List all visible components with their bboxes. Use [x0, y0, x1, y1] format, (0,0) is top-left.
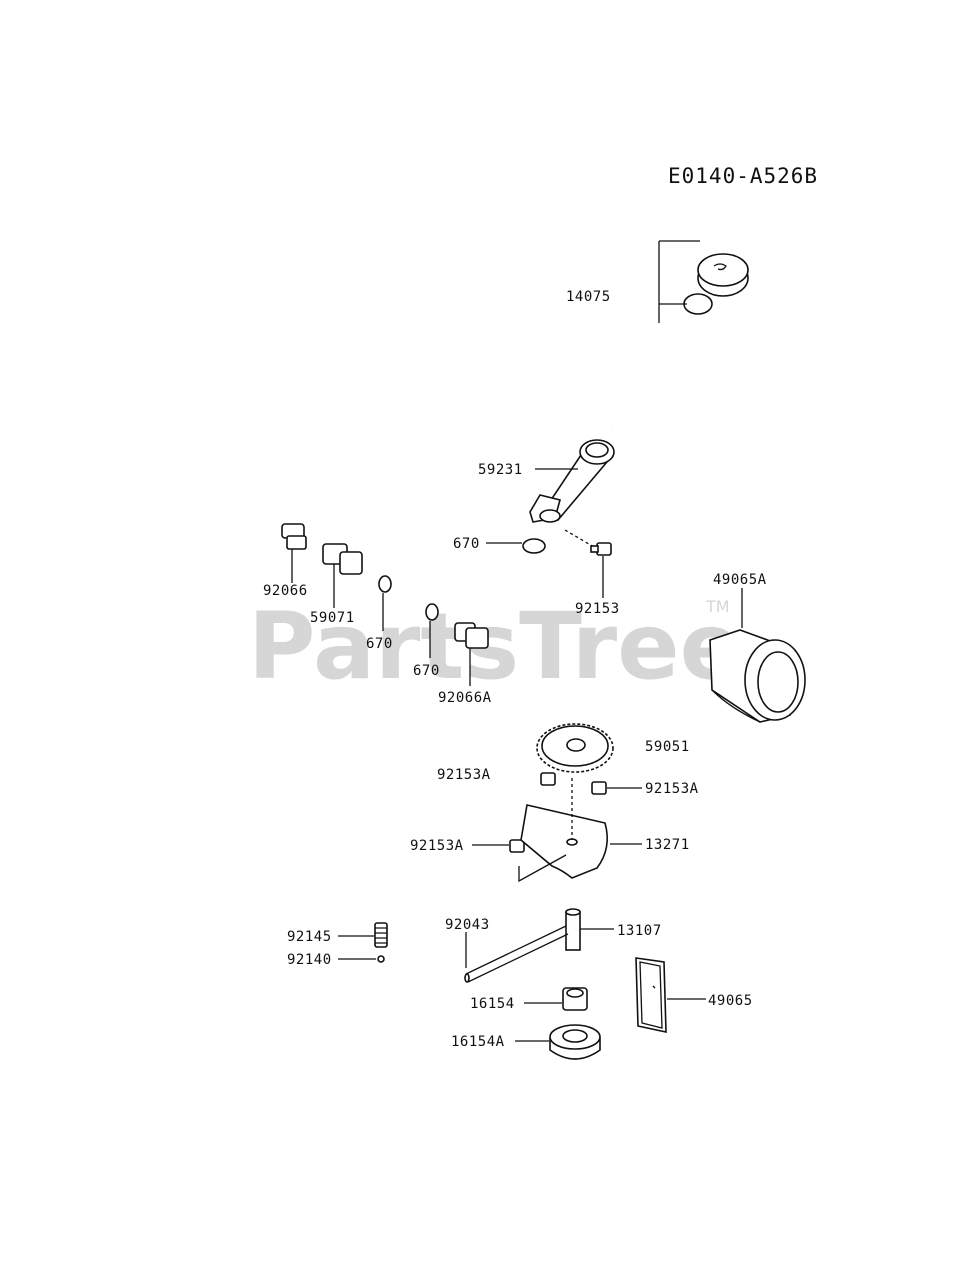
diagram-code: E0140-A526B	[668, 164, 818, 188]
oil-filter-part[interactable]	[709, 629, 806, 723]
label-670-top[interactable]: 670	[453, 536, 480, 552]
rod-92043-part[interactable]	[464, 925, 569, 983]
label-59231[interactable]: 59231	[478, 462, 523, 478]
fitting-59071-part[interactable]	[322, 543, 363, 575]
label-92153[interactable]: 92153	[575, 601, 620, 617]
plug-92066A-part[interactable]	[454, 622, 489, 649]
filler-tube-part[interactable]	[529, 439, 615, 523]
label-92145[interactable]: 92145	[287, 929, 332, 945]
label-92153A-right[interactable]: 92153A	[645, 781, 699, 797]
label-92153A-low[interactable]: 92153A	[410, 838, 464, 854]
rotor-16154A-part[interactable]	[549, 1024, 601, 1060]
o-ring-low-part[interactable]	[425, 603, 439, 621]
plate-13271-part[interactable]	[520, 804, 608, 879]
bolt-92153A-right-part[interactable]	[591, 781, 607, 795]
label-13107[interactable]: 13107	[617, 923, 662, 939]
rotor-16154-part[interactable]	[562, 987, 588, 1011]
ball-92140-part[interactable]	[377, 955, 385, 963]
label-92043[interactable]: 92043	[445, 917, 490, 933]
shaft-13107-part[interactable]	[565, 908, 581, 951]
label-670-low[interactable]: 670	[413, 663, 440, 679]
o-ring-mid-part[interactable]	[378, 575, 392, 593]
watermark-trademark: TM	[705, 597, 730, 616]
sheet-49065-part[interactable]	[635, 957, 667, 1033]
label-59071[interactable]: 59071	[310, 610, 355, 626]
label-92066A[interactable]: 92066A	[438, 690, 492, 706]
bolt-92153A-left-part[interactable]	[540, 772, 556, 786]
spring-92145-part[interactable]	[374, 922, 388, 948]
label-16154[interactable]: 16154	[470, 996, 515, 1012]
label-13271[interactable]: 13271	[645, 837, 690, 853]
label-14075[interactable]: 14075	[566, 289, 611, 305]
o-ring-top-part[interactable]	[522, 538, 546, 554]
dipstick-part[interactable]	[610, 253, 749, 427]
label-49065A[interactable]: 49065A	[713, 572, 767, 588]
plug-92066-part[interactable]	[281, 523, 307, 550]
label-670-mid[interactable]: 670	[366, 636, 393, 652]
label-49065[interactable]: 49065	[708, 993, 753, 1009]
bolt-92153A-low-part[interactable]	[509, 839, 525, 853]
label-59051[interactable]: 59051	[645, 739, 690, 755]
label-92066[interactable]: 92066	[263, 583, 308, 599]
watermark-text: PartsTree	[248, 593, 742, 700]
label-92140[interactable]: 92140	[287, 952, 332, 968]
bolt-92153-part[interactable]	[590, 542, 612, 556]
label-92153A-left[interactable]: 92153A	[437, 767, 491, 783]
label-16154A[interactable]: 16154A	[451, 1034, 505, 1050]
gear-59051-part[interactable]	[536, 723, 614, 773]
